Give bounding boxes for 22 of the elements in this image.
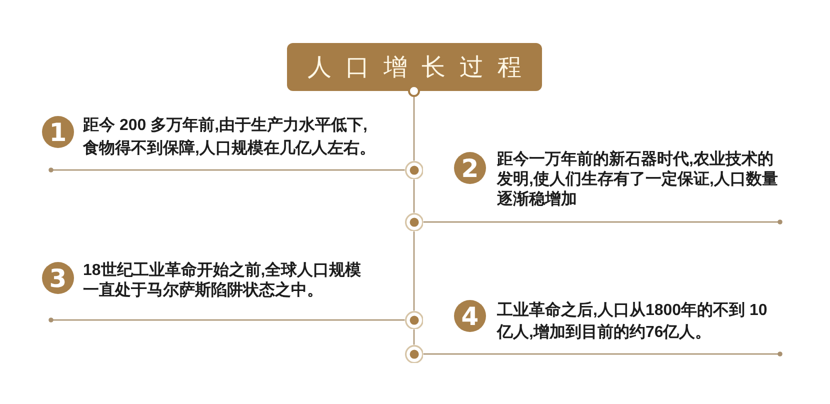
timeline-line [413,97,415,161]
description-text: 距今一万年前的新石器时代,农业技术的发明,使人们生存有了一定保证,人口数量逐渐稳增加 [497,150,779,210]
number-badge: 4 [454,300,486,332]
description-text: 18世纪工业革命开始之前,全球人口规模一直处于马尔萨斯陷阱状态之中。 [83,261,362,301]
timeline-line [413,231,415,311]
branch-line [48,318,405,322]
ring-marker-icon [404,212,424,232]
branch-line [48,168,405,172]
branch-line [423,220,782,224]
title-banner: 人口增长过程 [287,43,542,91]
branch-line [423,352,782,356]
timeline-line [413,329,415,345]
description-text: 工业革命之后,人口从1800年的不到 10亿人,增加到目前的约76亿人。 [497,300,768,343]
description-text: 距今 200 多万年前,由于生产力水平低下,食物得不到保障,人口规模在几亿人左右。 [83,115,376,158]
ring-marker-icon [408,85,420,97]
timeline-line [413,179,415,213]
number-badge: 3 [42,262,74,294]
ring-marker-icon [404,310,424,330]
ring-marker-icon [404,344,424,364]
ring-marker-icon [404,160,424,180]
number-badge: 1 [42,116,74,148]
number-badge: 2 [454,152,486,184]
